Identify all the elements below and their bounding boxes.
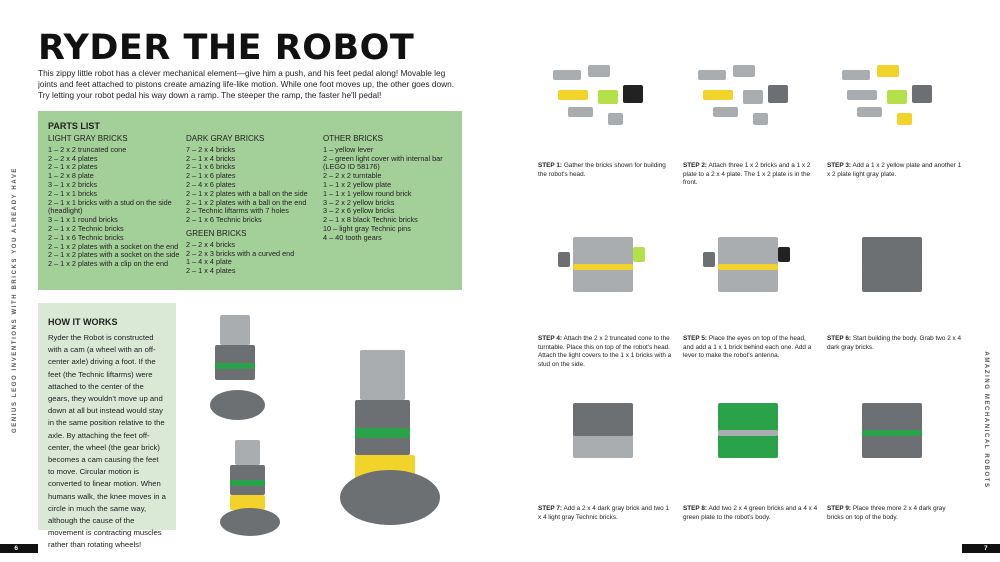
parts-list-item: 1 – 1 x 2 yellow plate xyxy=(323,179,392,189)
step-5-caption: STEP 5: Place the eyes on top of the hea… xyxy=(683,335,818,361)
robot-photo-large xyxy=(330,330,450,530)
parts-list-item: 2 – 1 x 2 plates with a socket on the en… xyxy=(48,241,179,251)
step-1-photo xyxy=(548,45,658,145)
parts-list-item: 7 – 2 x 4 bricks xyxy=(186,144,236,154)
step-text: Attach the 2 x 2 truncated cone to the t… xyxy=(538,335,672,369)
page-number-left: 6 xyxy=(0,544,38,553)
parts-list-item: 3 – 2 x 6 yellow bricks xyxy=(323,206,395,216)
parts-list-item: 3 – 1 x 1 round bricks xyxy=(48,215,118,225)
parts-list-item: 2 – 1 x 2 plates with a clip on the end xyxy=(48,259,169,269)
how-it-works-box: HOW IT WORKS Ryder the Robot is construc… xyxy=(38,303,176,549)
step-text: Gather the bricks shown for building the… xyxy=(538,162,666,178)
how-it-works-heading: HOW IT WORKS xyxy=(48,317,118,327)
green-heading: GREEN BRICKS xyxy=(186,228,247,238)
parts-list-item: 2 – 2 x 4 bricks xyxy=(186,239,236,249)
step-text: Add a 2 x 4 dark gray brick and two 1 x … xyxy=(538,505,669,521)
step-text: Start building the body. Grab two 2 x 4 … xyxy=(827,335,962,351)
parts-list-item: 1 – 2 x 2 truncated cone xyxy=(48,144,127,154)
parts-list-item: 2 – 1 x 2 plates with a socket on the si… xyxy=(48,250,180,260)
parts-list-item: 2 – 1 x 6 plates xyxy=(186,171,236,181)
parts-list-item: 3 – 1 x 2 bricks xyxy=(48,179,98,189)
step-8-caption: STEP 8: Add two 2 x 4 green bricks and a… xyxy=(683,505,818,522)
parts-list-item: 1 – yellow lever xyxy=(323,144,374,154)
step-5-photo xyxy=(693,212,803,312)
step-3-photo xyxy=(837,45,947,145)
step-9-caption: STEP 9: Place three more 2 x 4 dark gray… xyxy=(827,505,962,522)
page-title: RYDER THE ROBOT xyxy=(38,28,415,68)
step-6-photo xyxy=(837,212,947,312)
parts-list-item: 2 – 1 x 4 bricks xyxy=(186,153,236,163)
light-gray-heading: LIGHT GRAY BRICKS xyxy=(48,134,128,143)
step-4-caption: STEP 4: Attach the 2 x 2 truncated cone … xyxy=(538,335,673,370)
page-number-right: 7 xyxy=(962,544,1000,553)
step-label: STEP 9: xyxy=(827,505,852,512)
step-label: STEP 2: xyxy=(683,162,708,169)
parts-column-1: LIGHT GRAY BRICKS 1 – 2 x 2 truncated co… xyxy=(48,134,183,269)
other-heading: OTHER BRICKS xyxy=(323,134,384,143)
parts-list-item: 2 – Technic liftarms with 7 holes xyxy=(186,206,289,216)
step-label: STEP 4: xyxy=(538,335,563,342)
parts-list-item: 2 – green light cover with internal bar … xyxy=(323,153,443,172)
parts-list-item: 2 – 2 x 2 turntable xyxy=(323,171,382,181)
running-header-right: AMAZING MECHANICAL ROBOTS xyxy=(983,351,989,489)
step-3-caption: STEP 3: Add a 1 x 2 yellow plate and ano… xyxy=(827,162,962,179)
step-text: Attach three 1 x 2 bricks and a 1 x 2 pl… xyxy=(683,162,811,187)
step-2-photo xyxy=(693,45,803,145)
parts-list-item: 2 – 2 x 4 plates xyxy=(48,153,98,163)
step-label: STEP 5: xyxy=(683,335,708,342)
step-7-caption: STEP 7: Add a 2 x 4 dark gray brick and … xyxy=(538,505,673,522)
parts-list-item: 2 – 1 x 8 black Technic bricks xyxy=(323,215,418,225)
how-it-works-text: Ryder the Robot is constructed with a ca… xyxy=(48,333,166,550)
step-6-caption: STEP 6: Start building the body. Grab tw… xyxy=(827,335,962,352)
step-4-photo xyxy=(548,212,658,312)
parts-list-item: 2 – 1 x 1 bricks with a stud on the side… xyxy=(48,197,172,216)
intro-paragraph: This zippy little robot has a clever mec… xyxy=(38,68,455,100)
parts-list-item: 2 – 1 x 4 plates xyxy=(186,266,236,276)
step-label: STEP 1: xyxy=(538,162,563,169)
step-7-photo xyxy=(548,378,658,478)
parts-list-item: 2 – 1 x 2 Technic bricks xyxy=(48,223,124,233)
parts-list-item: 4 – 40 tooth gears xyxy=(323,232,382,242)
parts-list-item: 2 – 1 x 2 plates xyxy=(48,162,98,172)
step-text: Place the eyes on top of the head, and a… xyxy=(683,335,812,360)
dark-gray-heading: DARK GRAY BRICKS xyxy=(186,134,265,143)
robot-photo-small-1 xyxy=(195,305,275,425)
parts-list-item: 2 – 4 x 6 plates xyxy=(186,179,236,189)
parts-list-heading: PARTS LIST xyxy=(48,121,100,131)
step-1-caption: STEP 1: Gather the bricks shown for buil… xyxy=(538,162,673,179)
robot-photo-small-2 xyxy=(220,430,290,540)
step-label: STEP 8: xyxy=(683,505,708,512)
running-header-left: GENIUS LEGO INVENTIONS WITH BRICKS YOU A… xyxy=(12,166,18,434)
step-label: STEP 3: xyxy=(827,162,852,169)
step-text: Place three more 2 x 4 dark gray bricks … xyxy=(827,505,946,521)
parts-list-item: 1 – 4 x 4 plate xyxy=(186,257,232,267)
parts-list-item: 2 – 1 x 6 Technic bricks xyxy=(186,215,262,225)
parts-list-box: PARTS LIST LIGHT GRAY BRICKS 1 – 2 x 2 t… xyxy=(38,111,462,290)
parts-list-item: 3 – 2 x 2 yellow bricks xyxy=(323,197,395,207)
step-2-caption: STEP 2: Attach three 1 x 2 bricks and a … xyxy=(683,162,818,188)
parts-list-item: 2 – 1 x 2 plates with a ball on the side xyxy=(186,188,308,198)
step-text: Add two 2 x 4 green bricks and a 4 x 4 g… xyxy=(683,505,818,521)
parts-list-item: 10 – light gray Technic pins xyxy=(323,223,411,233)
parts-list-item: 2 – 1 x 6 Technic bricks xyxy=(48,232,124,242)
parts-list-item: 1 – 2 x 8 plate xyxy=(48,171,94,181)
parts-list-item: 2 – 1 x 6 bricks xyxy=(186,162,236,172)
step-label: STEP 6: xyxy=(827,335,852,342)
step-9-photo xyxy=(837,378,947,478)
step-text: Add a 1 x 2 yellow plate and another 1 x… xyxy=(827,162,962,178)
parts-list-item: 2 – 1 x 1 bricks xyxy=(48,188,98,198)
parts-list-item: 2 – 1 x 2 plates with a ball on the end xyxy=(186,197,307,207)
step-label: STEP 7: xyxy=(538,505,563,512)
step-8-photo xyxy=(693,378,803,478)
parts-list-item: 2 – 2 x 3 bricks with a curved end xyxy=(186,248,295,258)
parts-list-item: 1 – 1 x 1 yellow round brick xyxy=(323,188,412,198)
